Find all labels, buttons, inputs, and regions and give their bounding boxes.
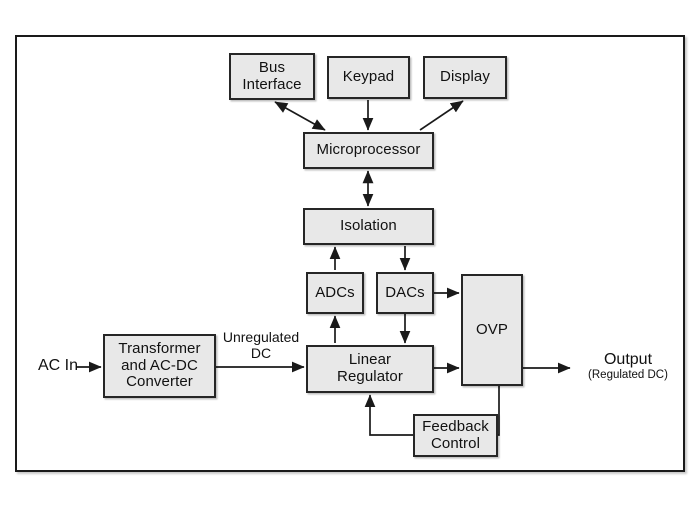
block-adcs[interactable]: ADCs — [306, 272, 364, 314]
block-linear-regulator-line2: Regulator — [337, 368, 403, 385]
block-adcs-label: ADCs — [315, 283, 355, 301]
block-linear-regulator-line1: Linear — [348, 351, 392, 369]
block-bus-interface-line1: Bus — [258, 58, 286, 76]
label-unregulated-dc-line1: Unregulated — [222, 329, 300, 345]
block-isolation[interactable]: Isolation — [303, 208, 434, 245]
diagram-frame — [15, 35, 685, 472]
block-transformer-line2: and AC-DC — [121, 356, 198, 374]
label-output: Output (Regulated DC) — [576, 351, 680, 382]
block-dacs-label: DACs — [385, 283, 425, 301]
block-feedback-control[interactable]: Feedback Control — [413, 414, 498, 457]
block-keypad-label: Keypad — [342, 68, 395, 86]
label-unregulated-dc: Unregulated DC — [219, 329, 303, 361]
block-keypad[interactable]: Keypad — [327, 56, 410, 99]
block-microprocessor[interactable]: Microprocessor — [303, 132, 434, 169]
block-display[interactable]: Display — [423, 56, 507, 99]
block-isolation-label: Isolation — [340, 217, 397, 235]
label-unregulated-dc-line2: DC — [250, 344, 272, 361]
label-ac-in: AC In — [37, 357, 78, 374]
block-feedback-control-line1: Feedback — [422, 417, 489, 435]
block-dacs[interactable]: DACs — [376, 272, 434, 314]
block-transformer-ac-dc-converter[interactable]: Transformer and AC-DC Converter — [103, 334, 216, 398]
block-feedback-control-line2: Control — [430, 434, 481, 452]
block-microprocessor-label: Microprocessor — [316, 141, 421, 159]
block-transformer-line1: Transformer — [118, 339, 201, 357]
block-bus-interface[interactable]: Bus Interface — [229, 53, 315, 100]
block-bus-interface-line2: Interface — [242, 75, 302, 93]
block-linear-regulator[interactable]: Linear Regulator — [306, 345, 434, 393]
label-output-line2: (Regulated DC) — [588, 368, 668, 381]
block-ovp[interactable]: OVP — [461, 274, 523, 386]
label-output-line1: Output — [603, 351, 653, 368]
block-display-label: Display — [440, 68, 490, 86]
block-ovp-label: OVP — [476, 320, 508, 338]
block-transformer-line3: Converter — [126, 373, 193, 391]
